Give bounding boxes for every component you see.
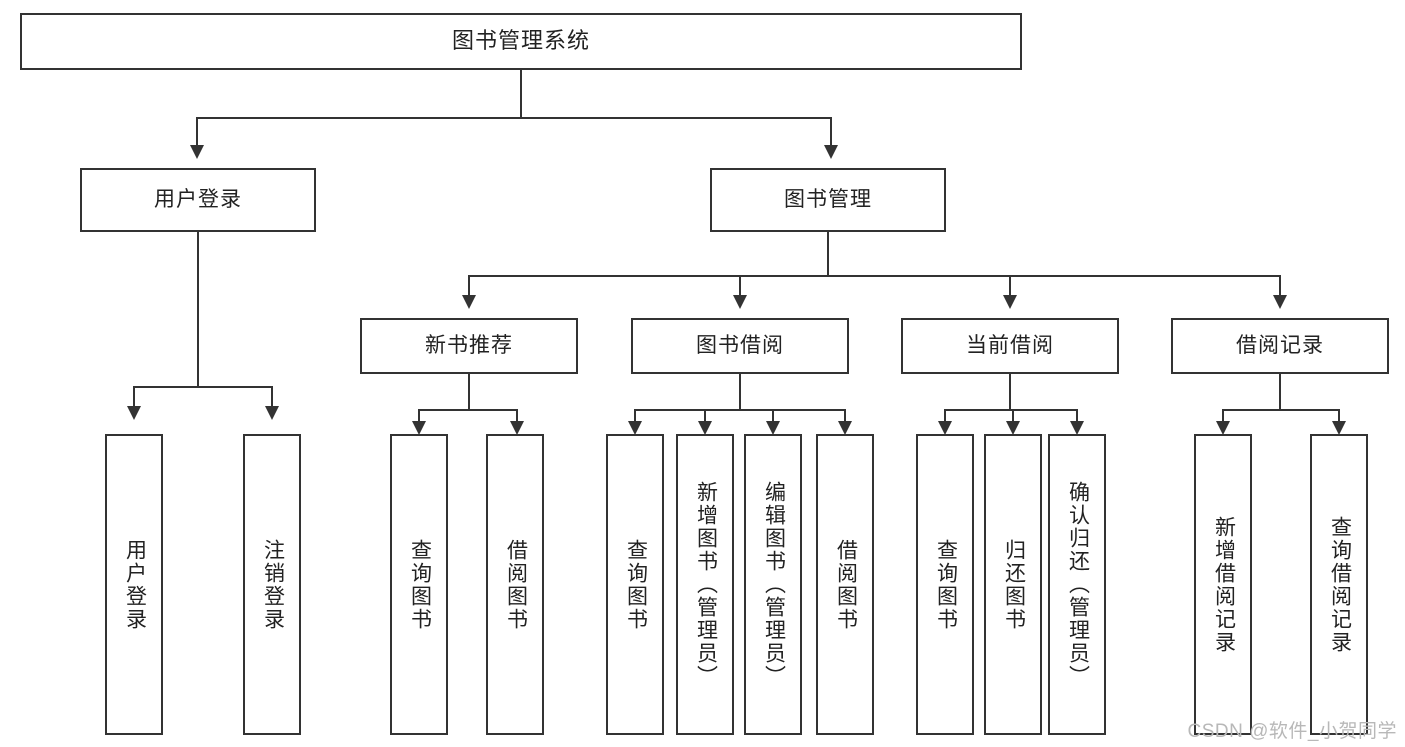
arrow-bm-to-current-borrow	[1003, 295, 1017, 309]
arrow-cb-to-leaf-2	[1006, 421, 1020, 435]
leaf-current-borrow-query-book[interactable]: 查询图书	[916, 434, 974, 735]
arrow-bb-to-leaf-3	[766, 421, 780, 435]
node-root-book-management-system[interactable]: 图书管理系统	[20, 13, 1022, 70]
connector-book-management-bus	[468, 275, 1280, 277]
connector-bm-to-current-borrow	[1009, 275, 1011, 297]
arrow-bm-to-borrow-record	[1273, 295, 1287, 309]
connector-new-book-stem	[468, 374, 470, 410]
connector-root-bus	[196, 117, 832, 119]
connector-user-login-to-leaf-2	[271, 386, 273, 408]
connector-new-book-bus	[418, 409, 518, 411]
leaf-label: 注销登录	[261, 538, 285, 631]
leaf-label: 用户登录	[123, 538, 147, 631]
connector-book-borrow-bus	[634, 409, 846, 411]
leaf-label: 编辑图书（管理员）	[762, 481, 786, 688]
connector-book-management-stem	[827, 232, 829, 276]
connector-cb-to-leaf-1	[944, 409, 946, 425]
node-current-borrow[interactable]: 当前借阅	[901, 318, 1119, 374]
connector-cb-to-leaf-2	[1012, 409, 1014, 425]
node-book-management[interactable]: 图书管理	[710, 168, 946, 232]
connector-root-stem	[520, 70, 522, 118]
connector-user-login-bus	[133, 386, 273, 388]
connector-cb-to-leaf-3	[1076, 409, 1078, 425]
arrow-br-to-leaf-1	[1216, 421, 1230, 435]
connector-bb-to-leaf-3	[772, 409, 774, 425]
leaf-user-login-login[interactable]: 用户登录	[105, 434, 163, 735]
leaf-label: 查询图书	[408, 538, 432, 631]
connector-new-book-to-leaf-2	[516, 409, 518, 425]
leaf-label: 查询借阅记录	[1328, 515, 1352, 654]
arrow-bb-to-leaf-4	[838, 421, 852, 435]
leaf-label: 借阅图书	[834, 538, 858, 631]
connector-bm-to-borrow-record	[1279, 275, 1281, 297]
connector-root-to-book-management	[830, 117, 832, 147]
arrow-root-to-user-login	[190, 145, 204, 159]
leaf-borrow-record-query-record[interactable]: 查询借阅记录	[1310, 434, 1368, 735]
leaf-label: 归还图书	[1002, 538, 1026, 631]
connector-new-book-to-leaf-1	[418, 409, 420, 425]
node-borrow-record[interactable]: 借阅记录	[1171, 318, 1389, 374]
arrow-bm-to-new-book	[462, 295, 476, 309]
leaf-book-borrow-add-book-admin[interactable]: 新增图书（管理员）	[676, 434, 734, 735]
arrow-new-book-to-leaf-1	[412, 421, 426, 435]
connector-borrow-record-stem	[1279, 374, 1281, 410]
node-book-borrow[interactable]: 图书借阅	[631, 318, 849, 374]
leaf-current-borrow-return-book[interactable]: 归还图书	[984, 434, 1042, 735]
leaf-label: 查询图书	[934, 538, 958, 631]
connector-user-login-stem	[197, 232, 199, 387]
connector-bm-to-book-borrow	[739, 275, 741, 297]
arrow-new-book-to-leaf-2	[510, 421, 524, 435]
leaf-label: 确认归还（管理员）	[1066, 481, 1090, 688]
connector-root-to-user-login	[196, 117, 198, 147]
leaf-label: 借阅图书	[504, 538, 528, 631]
connector-br-to-leaf-2	[1338, 409, 1340, 425]
connector-bb-to-leaf-1	[634, 409, 636, 425]
arrow-user-login-to-leaf-1	[127, 406, 141, 420]
leaf-borrow-record-add-record[interactable]: 新增借阅记录	[1194, 434, 1252, 735]
arrow-br-to-leaf-2	[1332, 421, 1346, 435]
leaf-label: 查询图书	[624, 538, 648, 631]
arrow-root-to-book-management	[824, 145, 838, 159]
leaf-label: 新增借阅记录	[1212, 515, 1236, 654]
connector-bb-to-leaf-2	[704, 409, 706, 425]
leaf-new-book-query-book[interactable]: 查询图书	[390, 434, 448, 735]
leaf-user-login-logout[interactable]: 注销登录	[243, 434, 301, 735]
connector-bm-to-new-book	[468, 275, 470, 297]
leaf-book-borrow-borrow-book[interactable]: 借阅图书	[816, 434, 874, 735]
arrow-bb-to-leaf-1	[628, 421, 642, 435]
connector-user-login-to-leaf-1	[133, 386, 135, 408]
arrow-cb-to-leaf-3	[1070, 421, 1084, 435]
arrow-bm-to-book-borrow	[733, 295, 747, 309]
leaf-current-borrow-confirm-return-admin[interactable]: 确认归还（管理员）	[1048, 434, 1106, 735]
connector-borrow-record-bus	[1222, 409, 1340, 411]
arrow-user-login-to-leaf-2	[265, 406, 279, 420]
leaf-label: 新增图书（管理员）	[694, 481, 718, 688]
leaf-new-book-borrow-book[interactable]: 借阅图书	[486, 434, 544, 735]
connector-br-to-leaf-1	[1222, 409, 1224, 425]
connector-bb-to-leaf-4	[844, 409, 846, 425]
leaf-book-borrow-edit-book-admin[interactable]: 编辑图书（管理员）	[744, 434, 802, 735]
connector-book-borrow-stem	[739, 374, 741, 410]
arrow-cb-to-leaf-1	[938, 421, 952, 435]
node-new-book-recommend[interactable]: 新书推荐	[360, 318, 578, 374]
connector-current-borrow-stem	[1009, 374, 1011, 410]
arrow-bb-to-leaf-2	[698, 421, 712, 435]
connector-current-borrow-bus	[944, 409, 1076, 411]
node-user-login[interactable]: 用户登录	[80, 168, 316, 232]
leaf-book-borrow-query-book[interactable]: 查询图书	[606, 434, 664, 735]
